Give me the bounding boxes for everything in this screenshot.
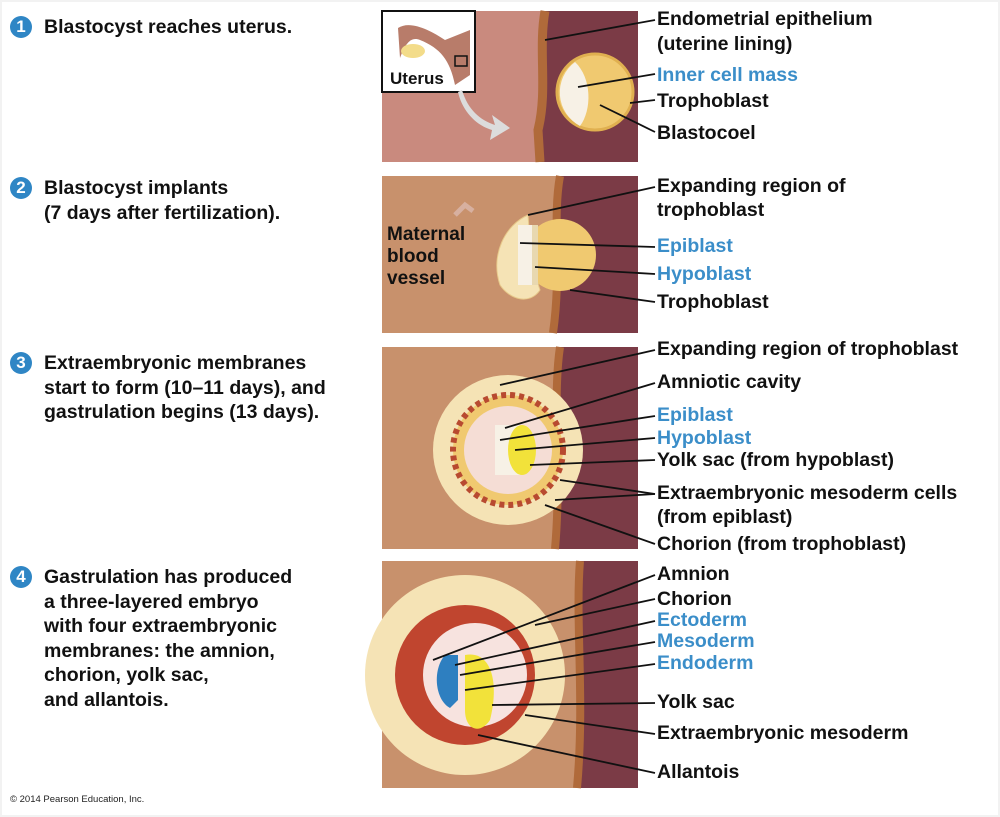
label-endoderm: Endoderm	[657, 652, 754, 674]
label-trophoblast: Trophoblast	[657, 291, 769, 313]
panel-3-illustration	[382, 346, 638, 550]
label-yolk-sac: Yolk sac (from hypoblast)	[657, 449, 894, 471]
step-text: gastrulation begins (13 days).	[44, 401, 320, 423]
label-expanding-region: Expanding region of	[657, 175, 846, 197]
label-line: Maternal	[387, 224, 466, 245]
step-text: Extraembryonic membranes	[44, 352, 307, 374]
step-number-badge: 3	[10, 352, 32, 374]
leader-line	[477, 734, 656, 774]
leader-line	[577, 73, 656, 88]
leader-line	[519, 242, 656, 248]
leader-line	[459, 641, 656, 676]
label-line: blood	[387, 246, 439, 267]
step-number-badge: 4	[10, 566, 32, 588]
uterus-inset-label: Uterus	[390, 69, 444, 88]
leader-line	[534, 266, 656, 275]
leader-line	[504, 382, 656, 429]
step-text: Blastocyst implants	[44, 177, 229, 199]
label-from-epiblast: (from epiblast)	[657, 506, 793, 528]
leader-line	[432, 574, 656, 661]
leader-line	[554, 493, 656, 501]
label-chorion: Chorion (from trophoblast)	[657, 533, 907, 555]
leader-line	[499, 415, 656, 441]
copyright: © 2014 Pearson Education, Inc.	[10, 794, 145, 805]
label-expanding-region: Expanding region of trophoblast	[657, 338, 959, 360]
label-hypoblast: Hypoblast	[657, 427, 752, 449]
panel-2-illustration	[382, 175, 638, 334]
label-trophoblast-cont: trophoblast	[657, 199, 765, 221]
leader-line	[544, 19, 656, 41]
arrow-icon	[458, 90, 510, 140]
endometrial-epithelium	[533, 10, 550, 163]
label-blastocoel: Blastocoel	[657, 122, 756, 144]
label-inner-cell-mass: Inner cell mass	[657, 64, 798, 86]
label-amnion: Amnion	[657, 563, 730, 585]
step-2: 2 Blastocyst implants (7 days after fert…	[10, 176, 280, 225]
step-1: 1 Blastocyst reaches uterus.	[10, 15, 292, 40]
step-text: start to form (10–11 days), and	[44, 376, 326, 399]
epiblast	[518, 225, 532, 285]
ectoderm	[436, 655, 458, 708]
step-text: Blastocyst reaches uterus.	[44, 16, 293, 38]
leader-line	[527, 186, 656, 216]
step-text: membranes: the amnion,	[44, 639, 275, 662]
inner-cell-mass	[559, 62, 589, 126]
step-text: (7 days after fertilization).	[44, 201, 281, 224]
leader-line	[569, 289, 656, 303]
label-chorion: Chorion	[657, 588, 732, 610]
leader-line	[629, 99, 656, 104]
label-endometrial-epithelium: Endometrial epithelium	[657, 8, 873, 30]
leader-line	[514, 437, 656, 451]
ovary-icon	[401, 44, 425, 58]
leader-line	[499, 349, 656, 386]
step-text: and allantois.	[44, 688, 169, 711]
step-4: 4 Gastrulation has produced a three-laye…	[10, 565, 292, 712]
label-mesoderm: Mesoderm	[657, 630, 755, 652]
label-ectoderm: Ectoderm	[657, 609, 747, 631]
step-number-badge: 2	[10, 177, 32, 199]
maternal-blood-vessel-label: Maternal blood vessel	[387, 224, 465, 290]
label-amniotic-cavity: Amniotic cavity	[657, 371, 802, 393]
uterine-wall	[577, 561, 638, 788]
label-epiblast: Epiblast	[657, 235, 733, 257]
leader-line	[599, 104, 656, 133]
label-uterine-lining: (uterine lining)	[657, 33, 793, 55]
leader-line	[529, 459, 656, 466]
leader-line	[559, 479, 656, 495]
label-allantois: Allantois	[657, 761, 740, 783]
blood-vessel	[453, 201, 475, 217]
leader-line	[454, 620, 656, 666]
label-yolk-sac: Yolk sac	[657, 691, 735, 713]
label-trophoblast: Trophoblast	[657, 90, 769, 112]
leader-line	[544, 504, 656, 545]
blastocyst	[524, 219, 596, 291]
step-text: with four extraembryonic	[44, 615, 277, 637]
label-line: vessel	[387, 268, 446, 289]
leader-line	[524, 714, 656, 735]
leader-line	[464, 663, 656, 691]
leader-line	[491, 702, 656, 706]
label-extraembryonic-mesoderm: Extraembryonic mesoderm	[657, 722, 909, 744]
label-extraembryonic-mesoderm-cells: Extraembryonic mesoderm cells	[657, 482, 958, 504]
label-hypoblast: Hypoblast	[657, 263, 752, 285]
uterus-icon	[398, 25, 470, 85]
step-text: Gastrulation has produced	[44, 566, 293, 588]
step-text: chorion, yolk sac,	[44, 664, 209, 686]
step-number-badge: 1	[10, 16, 32, 38]
leader-lines	[432, 19, 656, 774]
label-epiblast: Epiblast	[657, 404, 733, 426]
step-text: a three-layered embryo	[44, 590, 259, 613]
step-3: 3 Extraembryonic membranes start to form…	[10, 351, 326, 425]
panel-4-illustration	[365, 560, 638, 789]
hypoblast	[532, 225, 538, 285]
leader-line	[534, 598, 656, 626]
